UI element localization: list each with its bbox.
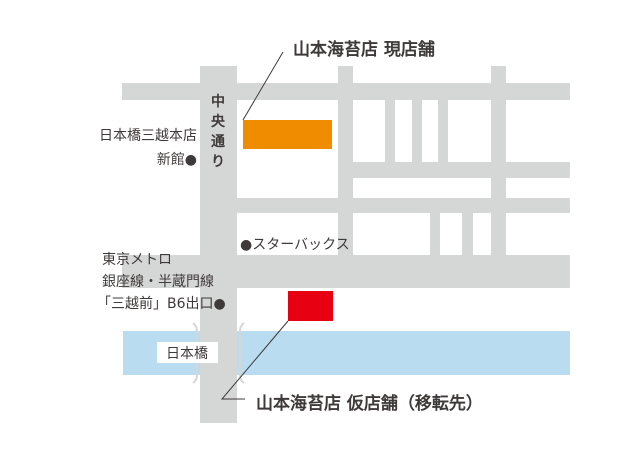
chuo-dori-char: 央 <box>211 113 226 130</box>
current-store-label: 山本海苔店 現店舗 <box>293 39 435 60</box>
mitsukoshi-label-line1: 日本橋三越本店 <box>99 128 197 144</box>
leader-line-temp <box>220 320 289 400</box>
metro-label-line1: 東京メトロ <box>102 252 172 268</box>
current-store-marker[interactable] <box>243 120 332 149</box>
alley <box>462 213 473 256</box>
chuo-dori-char: り <box>211 154 225 170</box>
starbucks-label: ●スターバックス <box>240 237 350 253</box>
metro-label-line2: 銀座線・半蔵門線 <box>102 274 214 290</box>
alley <box>412 100 422 162</box>
road-horizontal <box>122 255 570 288</box>
road-vertical <box>338 66 353 256</box>
bridge-label: 日本橋 <box>166 346 208 362</box>
chuo-dori-char: 通 <box>211 134 225 150</box>
temp-store-marker[interactable] <box>288 291 333 321</box>
metro-label-line3: 「三越前」B6出口● <box>97 295 226 312</box>
chuo-dori-label: 中 央 通 り <box>211 93 226 170</box>
road-vertical <box>491 66 506 256</box>
road-horizontal <box>236 198 570 213</box>
alley <box>438 100 448 162</box>
leader-line-current <box>242 51 284 121</box>
road-horizontal <box>353 162 570 178</box>
alley <box>430 213 440 256</box>
temp-store-label: 山本海苔店 仮店舗（移転先） <box>256 393 483 414</box>
mitsukoshi-label-line2: 新館● <box>157 151 197 168</box>
chuo-dori-char: 中 <box>211 93 225 110</box>
bridge <box>200 323 237 423</box>
alley <box>385 100 395 162</box>
bridge-label-box <box>157 342 218 363</box>
